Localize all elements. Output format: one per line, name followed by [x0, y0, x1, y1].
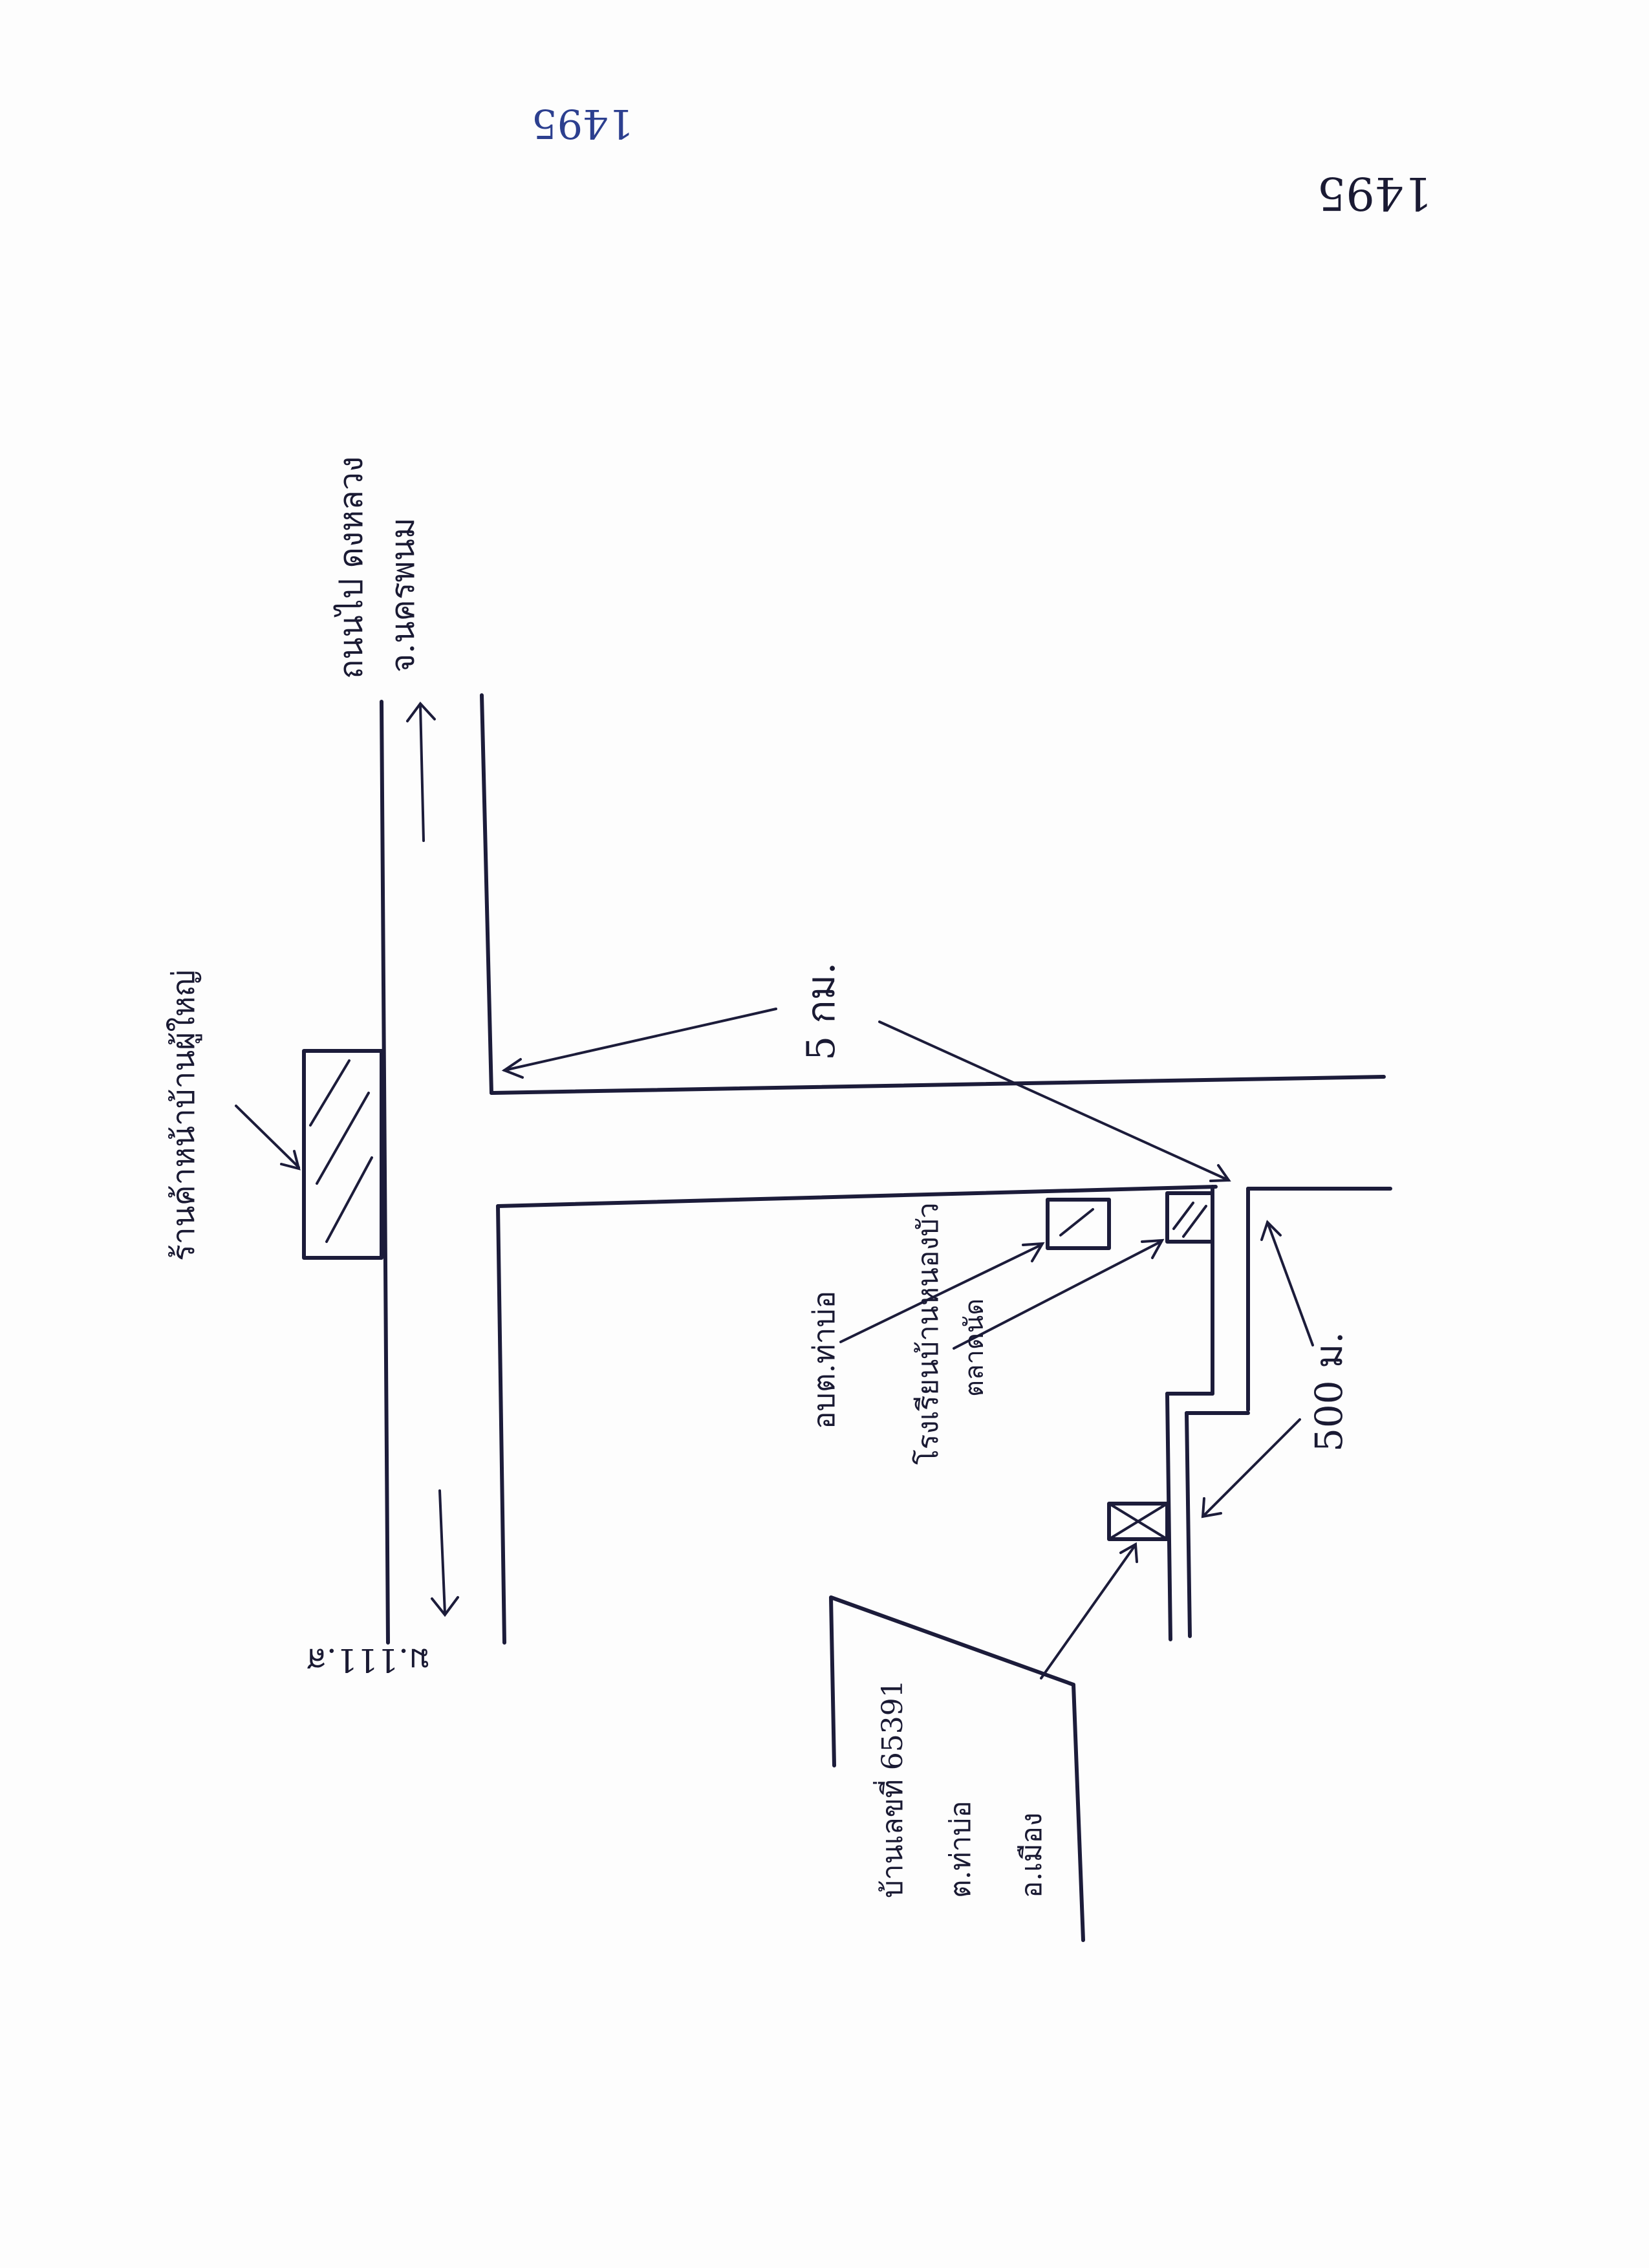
- target-pointer: [1040, 1544, 1136, 1679]
- landmark-hatch-2: [316, 1092, 370, 1185]
- office-pointer-head: [1022, 1242, 1045, 1262]
- landmark-hatch-3: [325, 1156, 373, 1243]
- road-north-label: ถนนไป ดงหลวง: [332, 457, 370, 679]
- page-number: 1495: [1317, 167, 1432, 220]
- branch-road-south-edge: [496, 1185, 1218, 1208]
- school-hatch-2: [1182, 1205, 1207, 1238]
- distance-side-pointer-1-head: [1260, 1220, 1282, 1241]
- distance-side-label: 500 ม.: [1307, 1332, 1351, 1452]
- distance-junction-pointer-1-head: [501, 1058, 524, 1079]
- landmark-label: ร้านค้าหน้าบ้านผู้ใหญ่: [166, 970, 202, 1261]
- target-house: [1107, 1502, 1169, 1541]
- school-building: [1165, 1191, 1214, 1244]
- distance-junction-pointer-2-head: [1209, 1164, 1231, 1182]
- office-hatch: [1059, 1208, 1094, 1237]
- distance-side-pointer-1: [1266, 1221, 1314, 1346]
- landmark-pointer-head: [280, 1150, 301, 1171]
- road-arrow-south: [438, 1489, 446, 1615]
- main-road-west-edge: [380, 700, 390, 1645]
- market-label: ตลาดนัด: [960, 1299, 989, 1397]
- road-arrow-north-head: [406, 701, 436, 722]
- side-road-east-edge-lower: [1185, 1411, 1192, 1638]
- road-north-destination-label: จ.นครพนม: [384, 517, 422, 673]
- school-pointer-head: [1141, 1238, 1165, 1259]
- target-pointer-head: [1119, 1542, 1138, 1563]
- office-building: [1046, 1198, 1111, 1250]
- road-arrow-south-head: [431, 1596, 459, 1617]
- school-pointer: [953, 1240, 1162, 1350]
- school-label: โรงเรียนบ้านหนองบัว: [912, 1202, 945, 1465]
- road-arrow-north: [419, 704, 425, 842]
- target-label-line-1: บ้านเลขที่ 65391: [872, 1679, 909, 1898]
- distance-junction-pointer-2: [878, 1021, 1230, 1182]
- target-label-frame: [829, 1595, 1085, 1942]
- target-label-line-3: อ.เมือง: [1015, 1813, 1048, 1898]
- main-road-east-edge-lower: [496, 1204, 506, 1645]
- office-label: อบต.ท่าบ่อ: [806, 1291, 841, 1429]
- landmark-shop-box: [302, 1049, 383, 1260]
- office-pointer: [839, 1244, 1042, 1343]
- landmark-pointer: [235, 1105, 300, 1169]
- target-label-line-2: ต.ท่าบ่อ: [944, 1800, 977, 1898]
- road-south-label: ม.111.ส: [307, 1641, 430, 1679]
- distance-side-pointer-2: [1202, 1418, 1301, 1518]
- archive-stamp-number: 1495: [532, 100, 634, 147]
- school-hatch-1: [1172, 1202, 1194, 1230]
- target-house-cross-2: [1108, 1502, 1169, 1540]
- distance-side-pointer-2-head: [1201, 1497, 1222, 1518]
- distance-junction-pointer-1: [503, 1008, 777, 1072]
- distance-junction-label: 5 กม.: [799, 962, 844, 1061]
- main-road-east-edge-upper: [480, 693, 493, 1095]
- branch-road-north-edge: [490, 1075, 1386, 1095]
- landmark-hatch-1: [309, 1059, 350, 1127]
